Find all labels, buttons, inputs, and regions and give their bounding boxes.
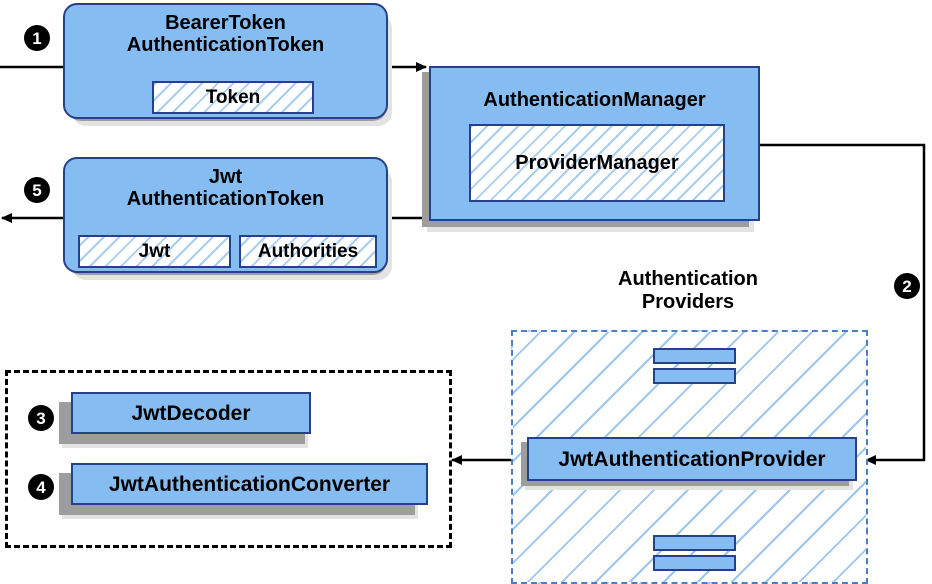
bearer-token-node-title: BearerToken AuthenticationToken xyxy=(126,12,325,57)
node-jwt-authentication-token[interactable]: Jwt AuthenticationToken Jwt Authorities xyxy=(63,157,388,273)
provider-stub-bar-top-1 xyxy=(653,348,736,364)
step-badge-2: 2 xyxy=(894,273,920,299)
sub-box-token-label: Token xyxy=(205,87,261,108)
sub-box-token[interactable]: Token xyxy=(152,81,314,114)
region-jwt-support-group xyxy=(5,370,452,548)
sub-box-provider-manager[interactable]: ProviderManager xyxy=(469,124,725,202)
jwt-decoder-label: JwtDecoder xyxy=(131,401,251,425)
provider-stub-bar-bottom-1 xyxy=(653,535,736,551)
node-jwt-authentication-converter[interactable]: JwtAuthenticationConverter xyxy=(71,463,428,505)
node-bearer-token-authentication-token[interactable]: BearerToken AuthenticationToken Token xyxy=(63,3,388,119)
step-badge-1: 1 xyxy=(24,25,50,51)
authentication-providers-title: Authentication Providers xyxy=(618,268,758,313)
provider-stub-bar-top-2 xyxy=(653,368,736,384)
sub-box-authorities[interactable]: Authorities xyxy=(239,235,377,268)
jwt-authentication-converter-label: JwtAuthenticationConverter xyxy=(108,472,391,496)
jwt-authentication-provider-label: JwtAuthenticationProvider xyxy=(558,447,826,471)
node-authentication-manager[interactable]: AuthenticationManager ProviderManager xyxy=(429,66,760,221)
sub-box-authorities-label: Authorities xyxy=(257,241,359,262)
jwt-token-node-title: Jwt AuthenticationToken xyxy=(126,166,325,211)
sub-box-jwt-label: Jwt xyxy=(138,241,171,262)
provider-stub-bar-bottom-2 xyxy=(653,555,736,571)
step-badge-5: 5 xyxy=(24,177,50,203)
sub-box-provider-manager-label: ProviderManager xyxy=(515,152,679,174)
step-badge-3: 3 xyxy=(28,405,54,431)
authentication-manager-title: AuthenticationManager xyxy=(483,89,706,111)
node-jwt-decoder[interactable]: JwtDecoder xyxy=(71,392,311,434)
sub-box-jwt[interactable]: Jwt xyxy=(78,235,231,268)
node-jwt-authentication-provider[interactable]: JwtAuthenticationProvider xyxy=(527,437,857,481)
step-badge-4: 4 xyxy=(28,474,54,500)
